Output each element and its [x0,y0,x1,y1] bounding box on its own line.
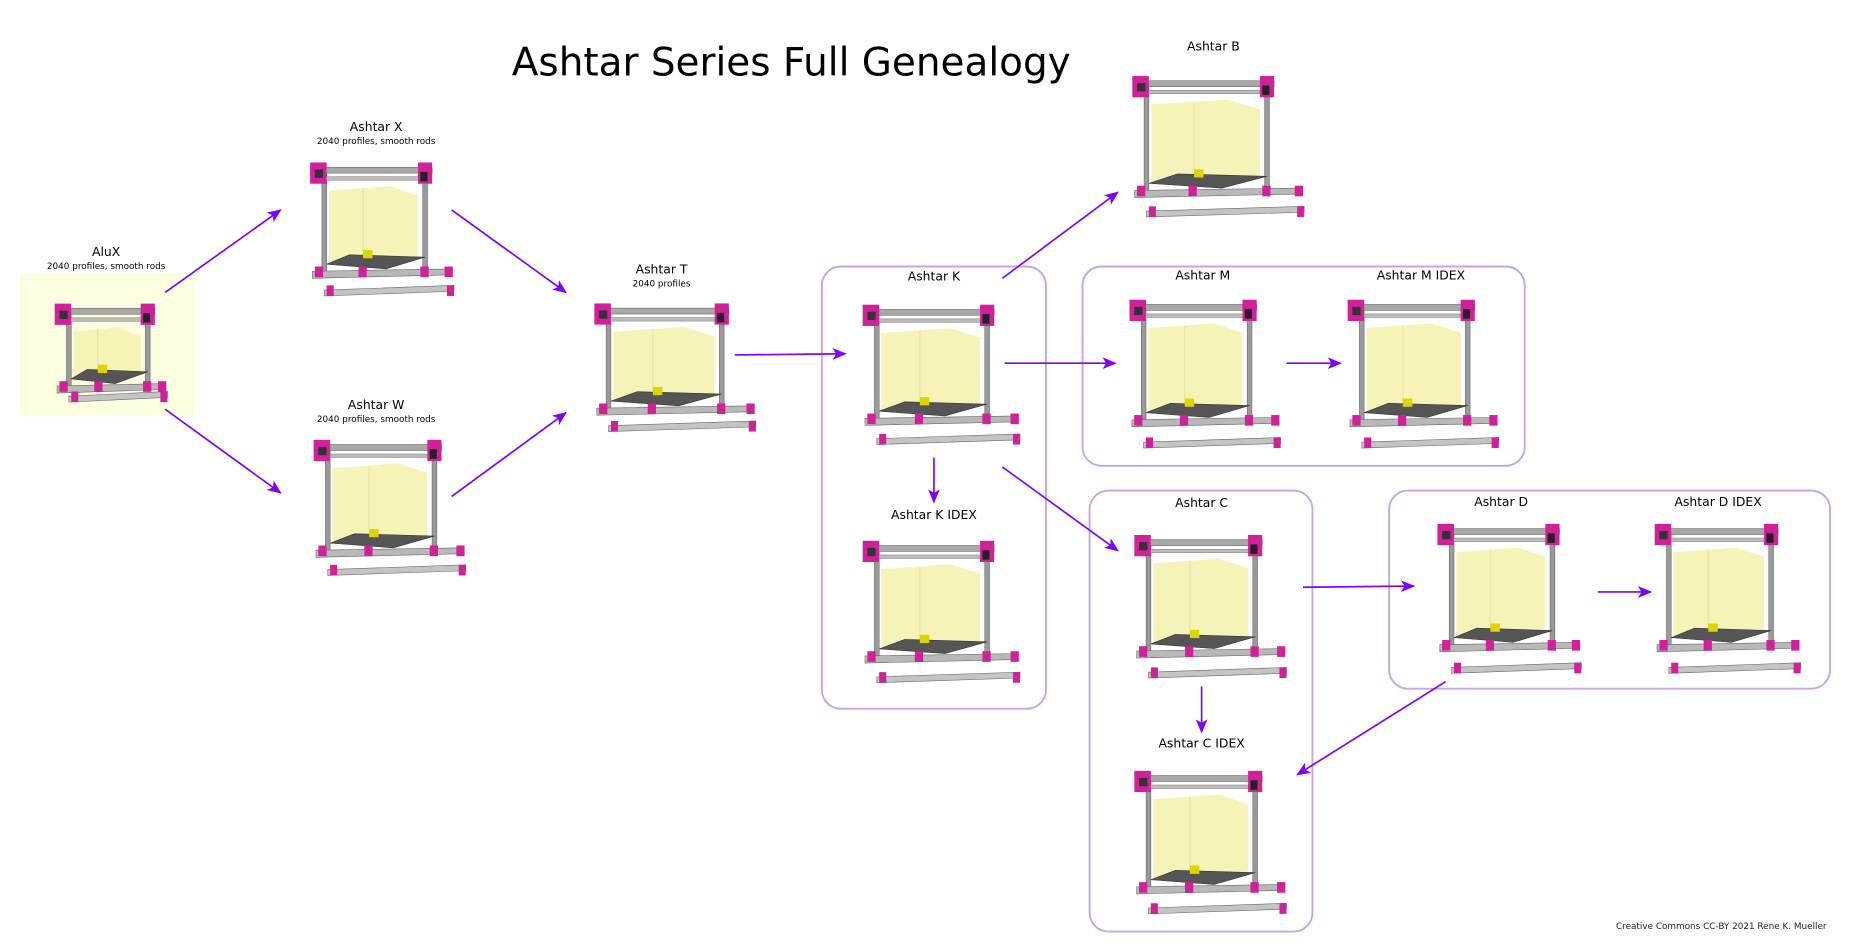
edge-arrow-k-b [1001,191,1119,279]
node-label-x: Ashtar X [349,120,403,135]
printer-image-k [862,304,1021,445]
printer-image-alux [54,303,168,403]
printer-image-cidex [1134,770,1287,915]
copyright-footer: Creative Commons CC-BY 2021 Rene K. Muel… [1615,920,1827,932]
printer-image-m [1129,299,1281,449]
page-title: Ashtar Series Full Genealogy [511,38,1071,85]
edge-arrow-d-cidex [1296,680,1447,776]
edge-arrow-alux-x [164,209,282,294]
printer-image-t [594,303,757,432]
node-subtitle-alux: 2040 profiles, smooth rods [46,260,166,272]
node-label-alux: AluX [92,245,121,260]
node-label-t: Ashtar T [635,262,688,278]
printer-image-w [313,439,467,576]
printer-image-b [1132,76,1305,218]
edge-arrow-alux-w [164,408,282,494]
printer-image-d [1437,523,1582,674]
node-label-cidex: Ashtar C IDEX [1158,737,1245,752]
group-box-m [1081,265,1526,467]
node-label-k: Ashtar K [907,270,961,285]
printer-image-midex [1347,299,1500,449]
node-label-didex: Ashtar D IDEX [1674,495,1762,510]
node-label-w: Ashtar W [347,398,405,413]
group-box-k [820,265,1047,710]
printer-image-didex [1654,523,1801,674]
printer-image-x [310,162,455,297]
edge-arrow-x-t [451,209,567,294]
node-label-kidex: Ashtar K IDEX [891,508,977,523]
edge-arrow-t-k [734,348,847,360]
node-subtitle-w: 2040 profiles, smooth rods [316,413,436,425]
edge-arrow-k-c [1001,466,1119,552]
node-subtitle-t: 2040 profiles [632,278,691,289]
node-label-midex: Ashtar M IDEX [1376,268,1466,284]
node-label-m: Ashtar M [1175,268,1231,284]
node-label-b: Ashtar B [1187,40,1240,55]
printer-image-kidex [862,540,1021,684]
node-label-c: Ashtar C [1175,496,1229,511]
edge-arrow-c-d [1303,580,1416,593]
group-box-c [1088,489,1314,933]
node-subtitle-x: 2040 profiles, smooth rods [316,135,436,147]
node-label-d: Ashtar D [1474,495,1529,510]
printer-image-c [1134,535,1287,679]
edge-arrow-w-t [451,412,567,498]
group-box-d [1388,489,1832,690]
